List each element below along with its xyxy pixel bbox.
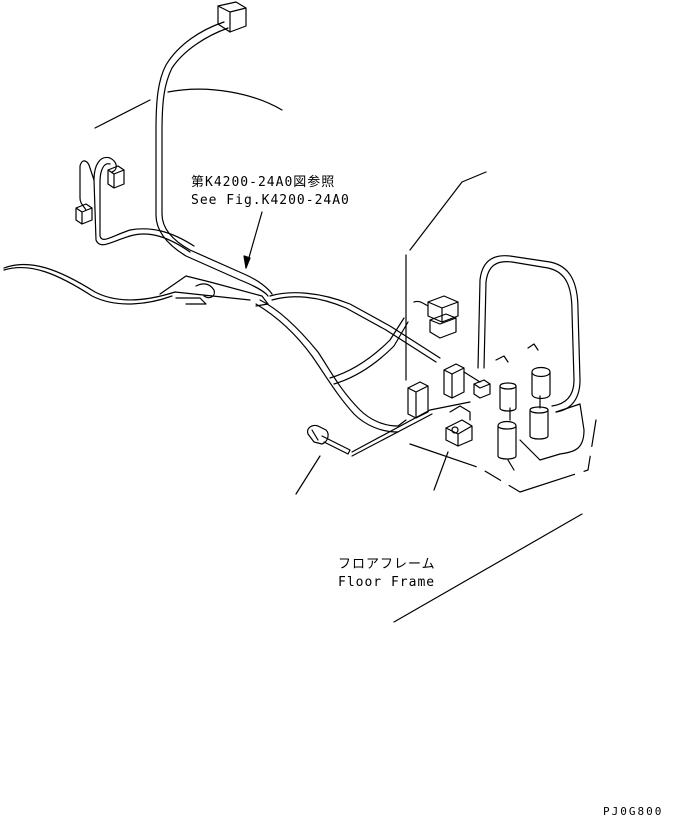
reference-leader [243, 211, 263, 269]
relay-center [443, 363, 491, 399]
loop-harness [477, 255, 585, 461]
floor-frame-label-jp: フロアフレーム [338, 557, 436, 572]
floor-outline-left [3, 263, 251, 305]
reference-label-en: See Fig.K4200-24A0 [191, 193, 350, 208]
floor-frame-dashed [409, 419, 597, 493]
left-connector-2 [75, 203, 93, 225]
cab-outline [94, 88, 283, 129]
drawing-code: PJ0G800 [603, 805, 664, 818]
floor-frame-leader [393, 513, 583, 623]
bracket-leader [433, 451, 449, 491]
bracket [445, 405, 473, 447]
cylinder-components [495, 343, 551, 471]
frame-outline-right [405, 171, 487, 381]
reference-label-jp: 第K4200-24A0図参照 [191, 175, 336, 190]
top-connector [217, 1, 247, 33]
left-branch-harness [79, 156, 195, 253]
harness-clamp [159, 275, 269, 307]
right-harness [255, 292, 441, 433]
bolt [307, 424, 351, 455]
relay-upper [413, 295, 459, 339]
ground-wire [351, 401, 471, 457]
left-connector-1 [107, 165, 125, 189]
floor-frame-label-en: Floor Frame [338, 575, 436, 590]
bolt-leader [295, 455, 321, 495]
main-harness [155, 21, 273, 297]
connector-lower [407, 381, 429, 419]
